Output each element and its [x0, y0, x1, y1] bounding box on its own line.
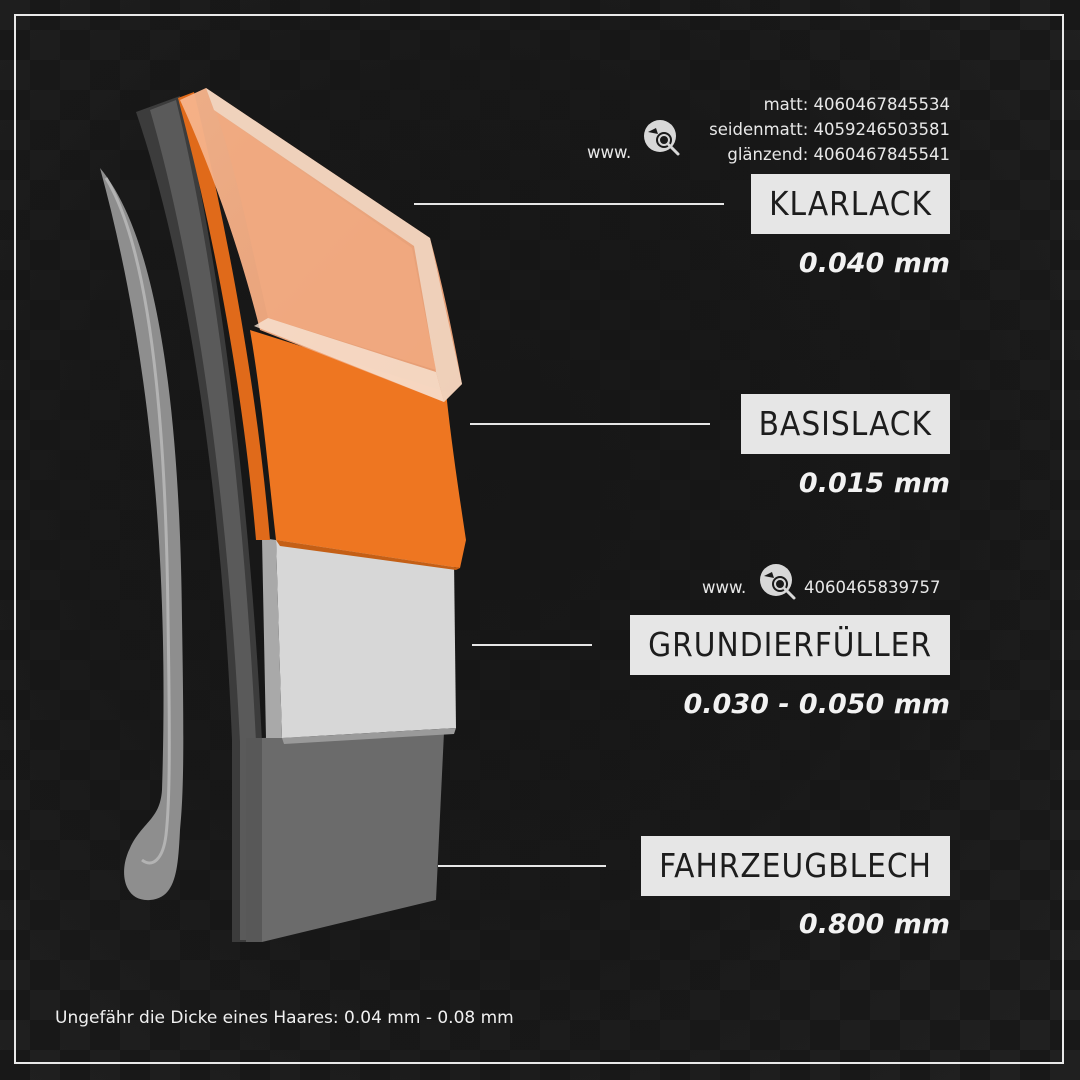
leader-klarlack — [414, 203, 724, 205]
sheet-side-grey — [150, 100, 256, 940]
primer-www-label: www. — [702, 578, 747, 597]
search-car-logo-icon — [644, 120, 680, 156]
label-grundierfueller: GRUNDIERFÜLLER — [630, 615, 950, 675]
layer-klarlack-bottom-edge — [254, 318, 444, 402]
label-fahrzeugblech: FAHRZEUGBLECH — [641, 836, 950, 896]
layer-grundierfueller-bottom — [282, 728, 456, 744]
hair-thickness-note: Ungefähr die Dicke eines Haares: 0.04 mm… — [55, 1008, 514, 1028]
layer-basislack-bottom — [276, 540, 460, 570]
layer-grundierfueller — [276, 540, 456, 738]
thickness-grundierfueller: 0.030 - 0.050 mm — [683, 689, 950, 720]
leader-grundierfueller — [472, 644, 592, 646]
layer-klarlack-rim — [206, 88, 462, 402]
hair-strand-highlight — [104, 177, 171, 865]
layer-grundierfueller-edge — [262, 538, 282, 738]
layer-klarlack-inner — [216, 112, 436, 370]
leader-basislack — [470, 423, 710, 425]
search-car-logo-icon-2 — [760, 564, 796, 600]
label-basislack: BASISLACK — [740, 394, 950, 454]
code-matt: matt: 4060467845534 — [763, 95, 950, 114]
www-label: www. — [587, 143, 632, 162]
clearcoat-product-codes: matt: 4060467845534 seidenmatt: 40592465… — [709, 92, 950, 167]
layer-fahrzeugblech-edge — [246, 738, 262, 942]
layer-fahrzeugblech — [262, 732, 444, 942]
layer-basislack — [250, 330, 466, 568]
label-klarlack: KLARLACK — [751, 174, 950, 234]
primer-product-code: 4060465839757 — [804, 578, 941, 597]
code-glaenzend: glänzend: 4060467845541 — [727, 145, 950, 164]
code-seidenmatt: seidenmatt: 4059246503581 — [709, 120, 950, 139]
layer-basislack-strip — [178, 92, 270, 540]
thickness-fahrzeugblech: 0.800 mm — [798, 909, 950, 940]
thickness-klarlack: 0.040 mm — [798, 248, 950, 279]
hair-strand — [100, 168, 184, 901]
leader-fahrzeugblech — [438, 865, 606, 867]
thickness-basislack: 0.015 mm — [798, 468, 950, 499]
